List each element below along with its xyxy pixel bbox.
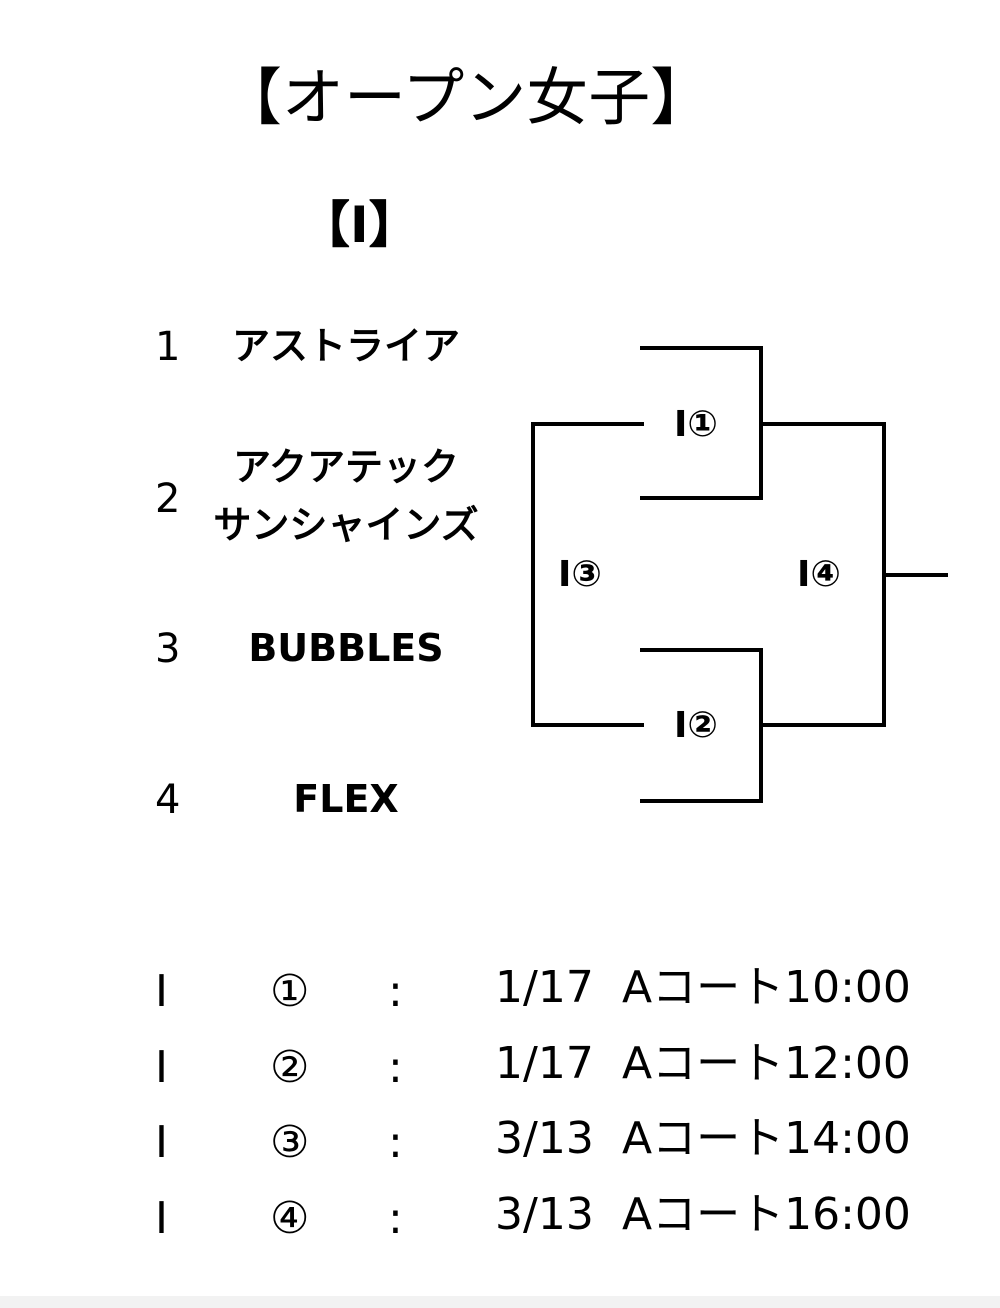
schedule-num: ① [270,966,310,1017]
match-label-m2: I② [672,705,720,746]
schedule-sep: : [388,1117,403,1168]
schedule-num: ② [270,1042,310,1093]
match-label-m3: I③ [556,554,604,595]
schedule-block: I [155,1117,168,1168]
schedule-info: Aコート14:00 [622,1113,911,1164]
match-label-m1: I① [672,404,720,445]
team-name-2-line2: サンシャインズ [213,503,479,547]
schedule-info: Aコート10:00 [622,962,911,1013]
page-title: 【オープン女子】 [220,61,713,134]
team-seed-4: 4 [155,777,181,823]
schedule-sep: : [388,1193,403,1244]
schedule-block: I [155,1193,168,1244]
team-name-4: FLEX [293,777,399,821]
team-name-2-line1: アクアテック [232,445,460,489]
bottom-edge [0,1296,1000,1308]
schedule-num: ④ [270,1193,310,1244]
schedule-sep: : [388,966,403,1017]
team-seed-2: 2 [155,476,181,522]
schedule-date: 1/17 [495,1038,594,1089]
schedule-block: I [155,1042,168,1093]
section-title: 【I】 [300,196,419,254]
match-label-m4: I④ [795,554,843,595]
schedule-date: 3/13 [495,1189,594,1240]
schedule-date: 1/17 [495,962,594,1013]
bracket-m3 [531,422,644,727]
schedule-info: Aコート16:00 [622,1189,911,1240]
schedule-info: Aコート12:00 [622,1038,911,1089]
schedule-block: I [155,966,168,1017]
schedule-date: 3/13 [495,1113,594,1164]
team-name-3: BUBBLES [248,626,444,670]
team-name-1: アストライア [231,324,460,368]
schedule-num: ③ [270,1117,310,1168]
team-seed-3: 3 [155,626,181,672]
schedule-sep: : [388,1042,403,1093]
team-seed-1: 1 [155,324,181,370]
